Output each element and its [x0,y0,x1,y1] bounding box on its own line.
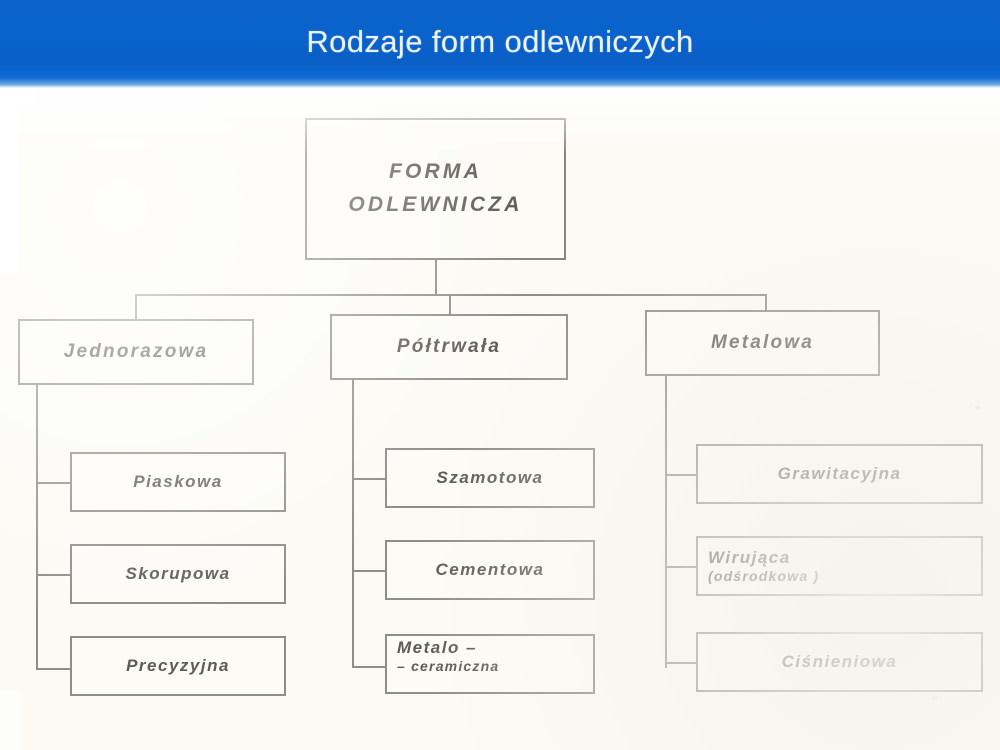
scan-speck [932,696,937,700]
connector-stub-c3-child-1 [665,474,698,476]
connector-stub-c1-child-2 [36,574,72,576]
connector-drop-branch-1 [135,294,137,319]
connector-root-stem [435,260,437,296]
connector-stub-c1-child-1 [36,482,72,484]
paper-edge-notch-bottom [0,690,20,750]
connector-stub-c3-child-2 [665,566,698,568]
connector-stub-c3-child-3 [665,662,698,664]
node-leaf-label: Precyzyjna [126,656,230,675]
node-leaf-piaskowa[interactable]: Piaskowa [70,452,286,512]
connector-spine-column-1 [36,385,38,670]
node-root-forma-odlewnicza[interactable]: FORMA ODLEWNICZA [305,118,566,260]
node-leaf-metalo-ceramiczna[interactable]: Metalo – – ceramiczna [385,634,595,694]
node-leaf-label: Piaskowa [133,472,223,491]
node-leaf-cisnieniowa[interactable]: Ciśnieniowa [696,632,983,692]
connector-spine-column-3 [665,376,667,668]
node-leaf-cementowa[interactable]: Cementowa [385,540,595,600]
connector-drop-branch-2 [449,294,451,319]
node-leaf-label-line2: – ceramiczna [397,657,500,674]
node-branch-poltrwala[interactable]: Półtrwała [330,314,568,380]
node-leaf-label-line1: Wirująca [708,548,791,568]
page-title: Rodzaje form odlewniczych [306,24,694,59]
scan-speck [975,406,980,409]
casting-mould-tree-diagram: FORMA ODLEWNICZA Jednorazowa Półtrwała M… [0,88,1000,750]
node-leaf-label-line1: Metalo – [397,638,478,657]
node-root-line2: ODLEWNICZA [348,193,523,216]
connector-stub-c2-child-1 [352,478,386,480]
connector-stub-c1-child-3 [36,668,72,670]
node-branch-label: Metalowa [710,332,815,353]
scanned-diagram-sheet: FORMA ODLEWNICZA Jednorazowa Półtrwała M… [0,88,1000,750]
node-leaf-label: Skorupowa [125,564,231,583]
node-leaf-precyzyjna[interactable]: Precyzyjna [70,636,286,696]
node-leaf-wirujaca-odsrodkowa[interactable]: Wirująca (odśrodkowa ) [696,536,983,596]
connector-stub-c2-child-3 [352,666,386,668]
node-leaf-label: Cementowa [435,560,545,579]
node-leaf-label: Grawitacyjna [777,464,902,483]
node-leaf-skorupowa[interactable]: Skorupowa [70,544,286,604]
paper-edge-notch-left [0,88,18,273]
node-leaf-label: Ciśnieniowa [781,652,898,671]
node-root-line1: FORMA [389,160,482,184]
node-leaf-szamotowa[interactable]: Szamotowa [385,448,595,508]
node-branch-label: Jednorazowa [63,341,209,362]
node-leaf-grawitacyjna[interactable]: Grawitacyjna [696,444,983,504]
connector-drop-branch-3 [765,294,767,319]
connector-root-bus [135,294,767,296]
connector-spine-column-2 [352,380,354,668]
node-leaf-label-line2: (odśrodkowa ) [708,567,820,584]
node-branch-jednorazowa[interactable]: Jednorazowa [18,319,254,385]
connector-stub-c2-child-2 [352,570,386,572]
node-leaf-label: Szamotowa [436,468,544,487]
node-branch-metalowa[interactable]: Metalowa [645,310,880,376]
slide-header-bar: Rodzaje form odlewniczych [0,0,1000,88]
node-branch-label: Półtrwała [396,336,502,357]
